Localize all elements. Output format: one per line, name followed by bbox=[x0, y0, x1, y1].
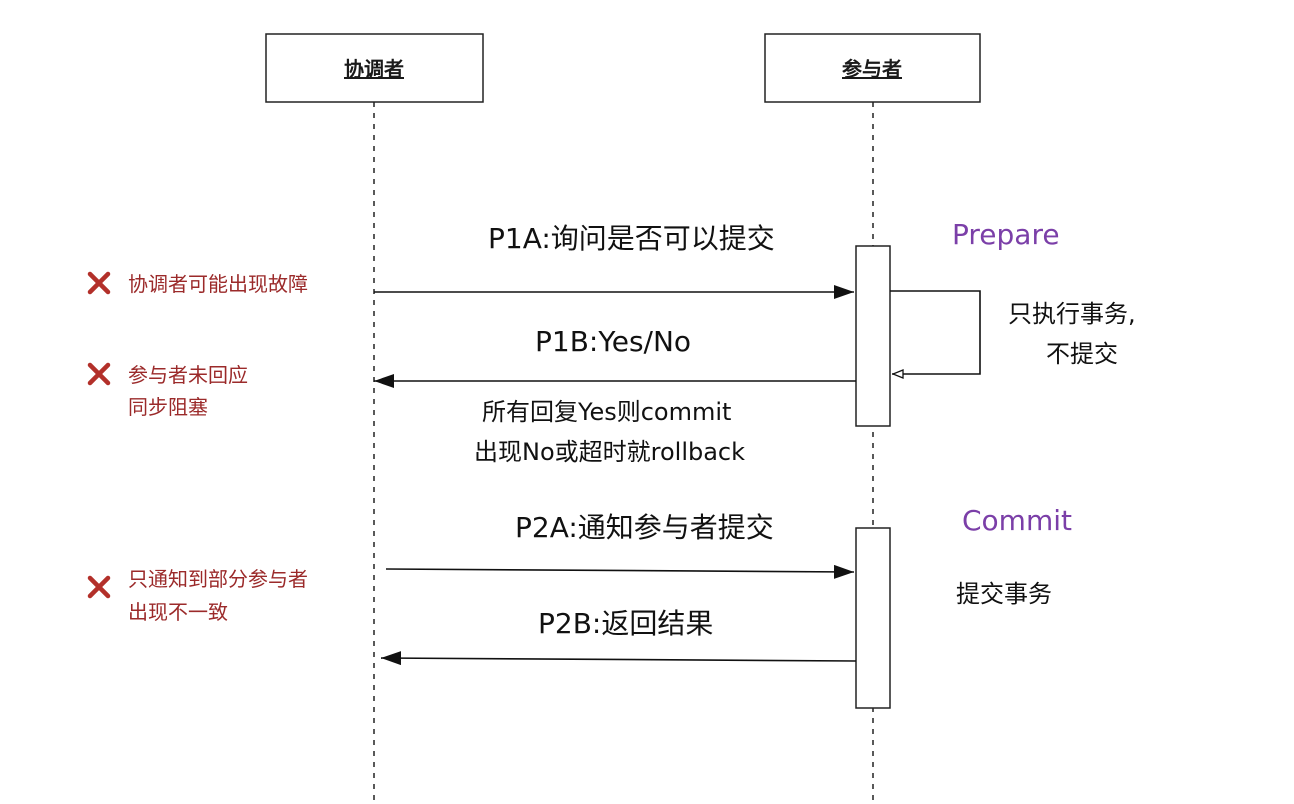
fault-participant-no-reply-line1: 参与者未回应 bbox=[128, 363, 248, 387]
commit-action-note: 提交事务 bbox=[956, 580, 1052, 608]
actor-coordinator-label: 协调者 bbox=[344, 57, 404, 81]
x-mark-icon bbox=[87, 271, 111, 295]
fault-partial-notify-line2: 出现不一致 bbox=[128, 600, 228, 624]
x-mark-icon bbox=[87, 362, 111, 386]
prepare-note-line1: 只执行事务, bbox=[1008, 300, 1136, 328]
phase-label-commit: Commit bbox=[962, 504, 1072, 537]
prepare-note-line2: 不提交 bbox=[1046, 340, 1118, 368]
message-p1a-label: P1A:询问是否可以提交 bbox=[488, 222, 775, 255]
actor-participant: 参与者 bbox=[764, 33, 981, 103]
phase-label-prepare: Prepare bbox=[952, 218, 1060, 251]
actor-participant-label: 参与者 bbox=[842, 57, 902, 81]
fault-participant-no-reply-line2: 同步阻塞 bbox=[128, 395, 208, 419]
message-p2b-arrow bbox=[380, 651, 857, 666]
message-p2a-label: P2A:通知参与者提交 bbox=[515, 511, 774, 544]
decision-note-line1: 所有回复Yes则commit bbox=[482, 398, 731, 426]
message-p1b-label: P1B:Yes/No bbox=[535, 325, 691, 358]
participant-self-call-arrow bbox=[890, 290, 981, 374]
fault-coordinator-failure: 协调者可能出现故障 bbox=[128, 272, 308, 296]
decision-note-line2: 出现No或超时就rollback bbox=[474, 438, 745, 466]
x-mark-icon bbox=[87, 575, 111, 599]
actor-coordinator: 协调者 bbox=[265, 33, 484, 103]
message-p2a-arrow bbox=[385, 564, 855, 579]
fault-partial-notify-line1: 只通知到部分参与者 bbox=[128, 567, 308, 591]
participant-activation-commit bbox=[855, 527, 891, 709]
message-p2b-label: P2B:返回结果 bbox=[538, 607, 713, 640]
participant-activation-prepare bbox=[855, 245, 891, 427]
